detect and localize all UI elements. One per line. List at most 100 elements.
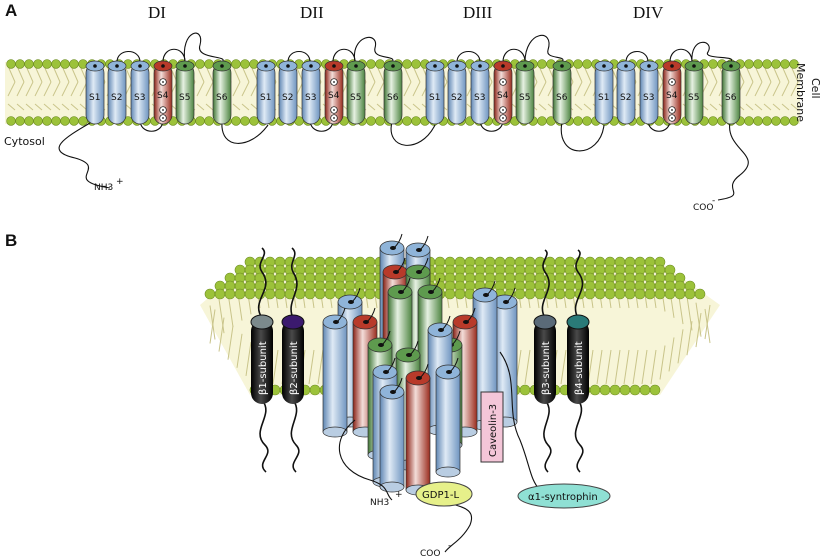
lipid-head [554,288,566,300]
membrane-label-cell: Cell [809,78,822,99]
lipid-head [780,116,790,126]
lipid-head [402,116,412,126]
n-terminal-tail-b [338,419,393,501]
lipid-head [762,59,772,69]
c-charge-b: - [448,541,451,551]
segment-label: S5 [519,93,530,103]
lipid-head [224,288,236,300]
lipid-head [204,116,214,126]
lipid-head [324,288,336,300]
panel-b-letter: B [5,231,17,250]
lipid-head [42,59,52,69]
lipid-head [780,59,790,69]
domain-label-4: DIV [633,3,664,22]
lipid-head [402,59,412,69]
lipid-head [573,59,583,69]
lipid-head [15,59,25,69]
lipid-head [753,116,763,126]
lipid-head [444,288,456,300]
helix-s2-domain-2: S2 [278,60,298,125]
lipid-head [654,288,666,300]
helix-s5-domain-3: S5 [515,60,535,125]
segment-label: S3 [474,93,485,103]
segment-label: S6 [387,93,399,103]
lipid-head [24,59,34,69]
lipid-head [42,116,52,126]
lipid-head [582,116,592,126]
lipid-head [744,116,754,126]
lipid-head [6,116,16,126]
helix-s4-domain-2: S4 [324,60,344,125]
lipid-head [195,116,205,126]
helix-s6-domain-2: S6 [383,60,403,125]
lipid-head [619,384,631,396]
lipid-head [694,288,706,300]
lipid-head [274,288,286,300]
segment-label: S3 [643,93,654,103]
lipid-head [69,59,79,69]
helix-s2-domain-1: S2 [107,60,127,125]
lipid-head [599,384,611,396]
segment-label: S2 [282,93,293,103]
channel-helix [322,307,348,438]
lipid-head [309,384,321,396]
helix-s5-domain-4: S5 [684,60,704,125]
lipid-head [15,116,25,126]
lipid-head [564,288,576,300]
lipid-head [231,116,241,126]
lipid-head [744,59,754,69]
beta2-label: β2-subunit [289,341,300,395]
panel-a-letter: A [5,1,17,20]
lipid-head [584,288,596,300]
lipid-head [51,116,61,126]
segment-label: S5 [688,93,699,103]
channel-helix [405,363,431,496]
segment-label: S1 [429,93,440,103]
lipid-head [582,59,592,69]
c-terminus-label-b: COO [420,549,440,559]
lipid-head [375,116,385,126]
lipid-head [240,116,250,126]
lipid-head [60,116,70,126]
lipid-head [214,288,226,300]
lipid-head [771,59,781,69]
domain-label-1: DI [148,3,166,22]
segment-label: S5 [179,93,190,103]
segment-label: S3 [305,93,316,103]
lipid-head [629,384,641,396]
gdp-label: GDP1-L [422,490,459,501]
channel-helix [379,377,405,493]
segment-label: S3 [134,93,145,103]
segment-label: S1 [598,93,609,103]
lipid-head [195,59,205,69]
helix-s6-domain-4: S6 [721,60,741,125]
helix-s1-domain-2: S1 [256,60,276,125]
segment-label: S4 [666,91,678,101]
lipid-head [609,384,621,396]
segment-label: S6 [725,93,737,103]
segment-label: S1 [260,93,271,103]
alpha1-syntrophin: α1-syntrophin [517,483,611,509]
helix-s4-domain-4: S4 [662,60,682,125]
beta4-subunit: β4-subunit [566,314,590,404]
lipid-head [708,116,718,126]
lipid-head [624,288,636,300]
helix-s1-domain-1: S1 [85,60,105,125]
lipid-head [33,116,43,126]
helix-s1-domain-3: S1 [425,60,445,125]
helix-s6-domain-3: S6 [552,60,572,125]
segment-label: S1 [89,93,100,103]
c-charge-a: - [712,196,715,206]
lipid-head [537,59,547,69]
n-terminus-label-b: NH3 [370,498,389,508]
lipid-head [33,59,43,69]
caveolin-3: Caveolin-3 [480,391,504,463]
domain-labels: DI DII DIII DIV [148,3,664,22]
lipid-head [789,116,799,126]
beta-tails [257,247,584,473]
syntrophin-label: α1-syntrophin [528,492,598,503]
lipid-head [771,116,781,126]
lipid-head [314,288,326,300]
lipid-head [6,59,16,69]
